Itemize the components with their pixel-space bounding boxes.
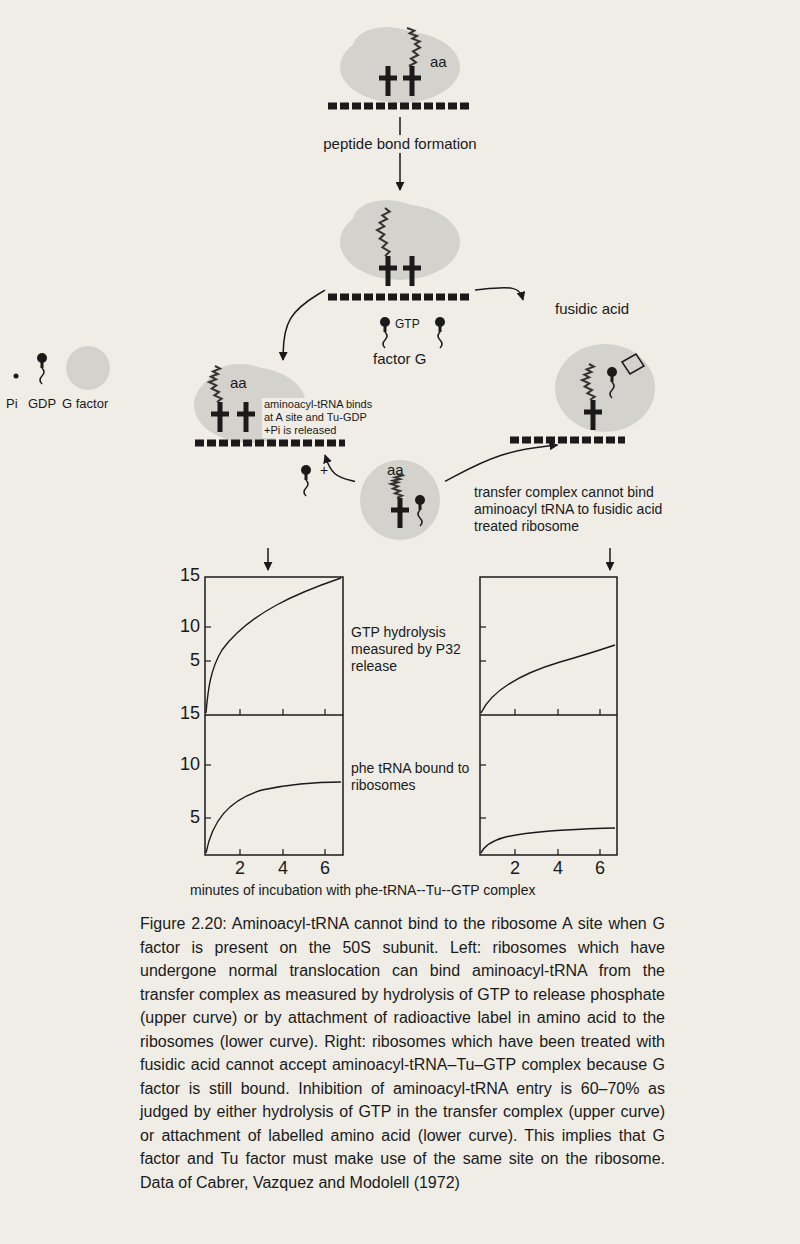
annotation: phe tRNA bound to ribosomes <box>351 760 475 794</box>
arrow-connector <box>475 288 523 300</box>
axis-tick-number: 4 <box>548 858 568 880</box>
factor-symbol <box>380 317 390 348</box>
annotation: aminoacyl-tRNA binds at A site and Tu-GD… <box>262 398 386 438</box>
axis-title: minutes of incubation with phe-tRNA--Tu-… <box>190 882 630 899</box>
arrow-connector <box>445 445 558 481</box>
arrow-connector <box>283 290 325 360</box>
ribosome-with-factor-g: GTP factor G <box>325 190 475 372</box>
axis-tick-number: 6 <box>590 858 610 880</box>
down-arrow <box>609 548 611 570</box>
node-label: aa <box>387 461 404 478</box>
node-label: aa <box>430 53 447 70</box>
g-factor-blob <box>66 346 110 390</box>
arrow-connector <box>325 455 355 481</box>
mrna-strand <box>328 294 470 301</box>
axis-tick-number: 10 <box>172 616 200 638</box>
axis-tick-number: 4 <box>273 858 293 880</box>
axis-tick-number: 5 <box>172 650 200 672</box>
edge-label: peptide bond formation <box>321 135 478 153</box>
phosphate-dot <box>14 374 19 379</box>
factor-symbol <box>37 353 47 384</box>
annotation: Pi <box>6 396 18 412</box>
factor-symbol <box>435 317 445 348</box>
annotation: G factor <box>62 396 108 412</box>
arrow-connector <box>399 117 401 190</box>
axis-tick-number: 6 <box>315 858 335 880</box>
annotation: + <box>320 462 328 479</box>
node-label: GTP <box>395 318 420 332</box>
ribosome-shape <box>208 364 272 400</box>
ribosome-shape <box>353 27 421 67</box>
node-label: aa <box>230 374 247 391</box>
line-graph <box>480 577 617 855</box>
ribosome-shape <box>360 460 440 540</box>
annotation: GTP hydrolysis measured by P32 release <box>351 624 475 674</box>
mrna-strand <box>195 440 345 447</box>
axis-tick-number: 15 <box>172 565 200 587</box>
axis-tick-number: 5 <box>172 807 200 829</box>
node-label: fusidic acid <box>555 300 629 317</box>
down-arrow <box>267 548 269 570</box>
line-graph <box>205 577 343 855</box>
ribosome-shape <box>353 200 421 240</box>
figure-caption: Figure 2.20: Aminoacyl-tRNA cannot bind … <box>140 912 665 1194</box>
axis-tick-number: 2 <box>505 858 525 880</box>
axis-tick-number: 15 <box>172 703 200 725</box>
factor-symbol <box>301 465 311 496</box>
annotation: GDP <box>28 396 56 412</box>
annotation: transfer complex cannot bind aminoacyl t… <box>474 484 689 534</box>
axis-tick-number: 10 <box>172 754 200 776</box>
axis-tick-number: 2 <box>230 858 250 880</box>
ribosome-outline <box>325 190 475 372</box>
mrna-strand <box>328 103 470 110</box>
mrna-strand <box>510 437 625 444</box>
ribosome-shape <box>555 344 655 432</box>
node-label: factor G <box>373 350 426 367</box>
